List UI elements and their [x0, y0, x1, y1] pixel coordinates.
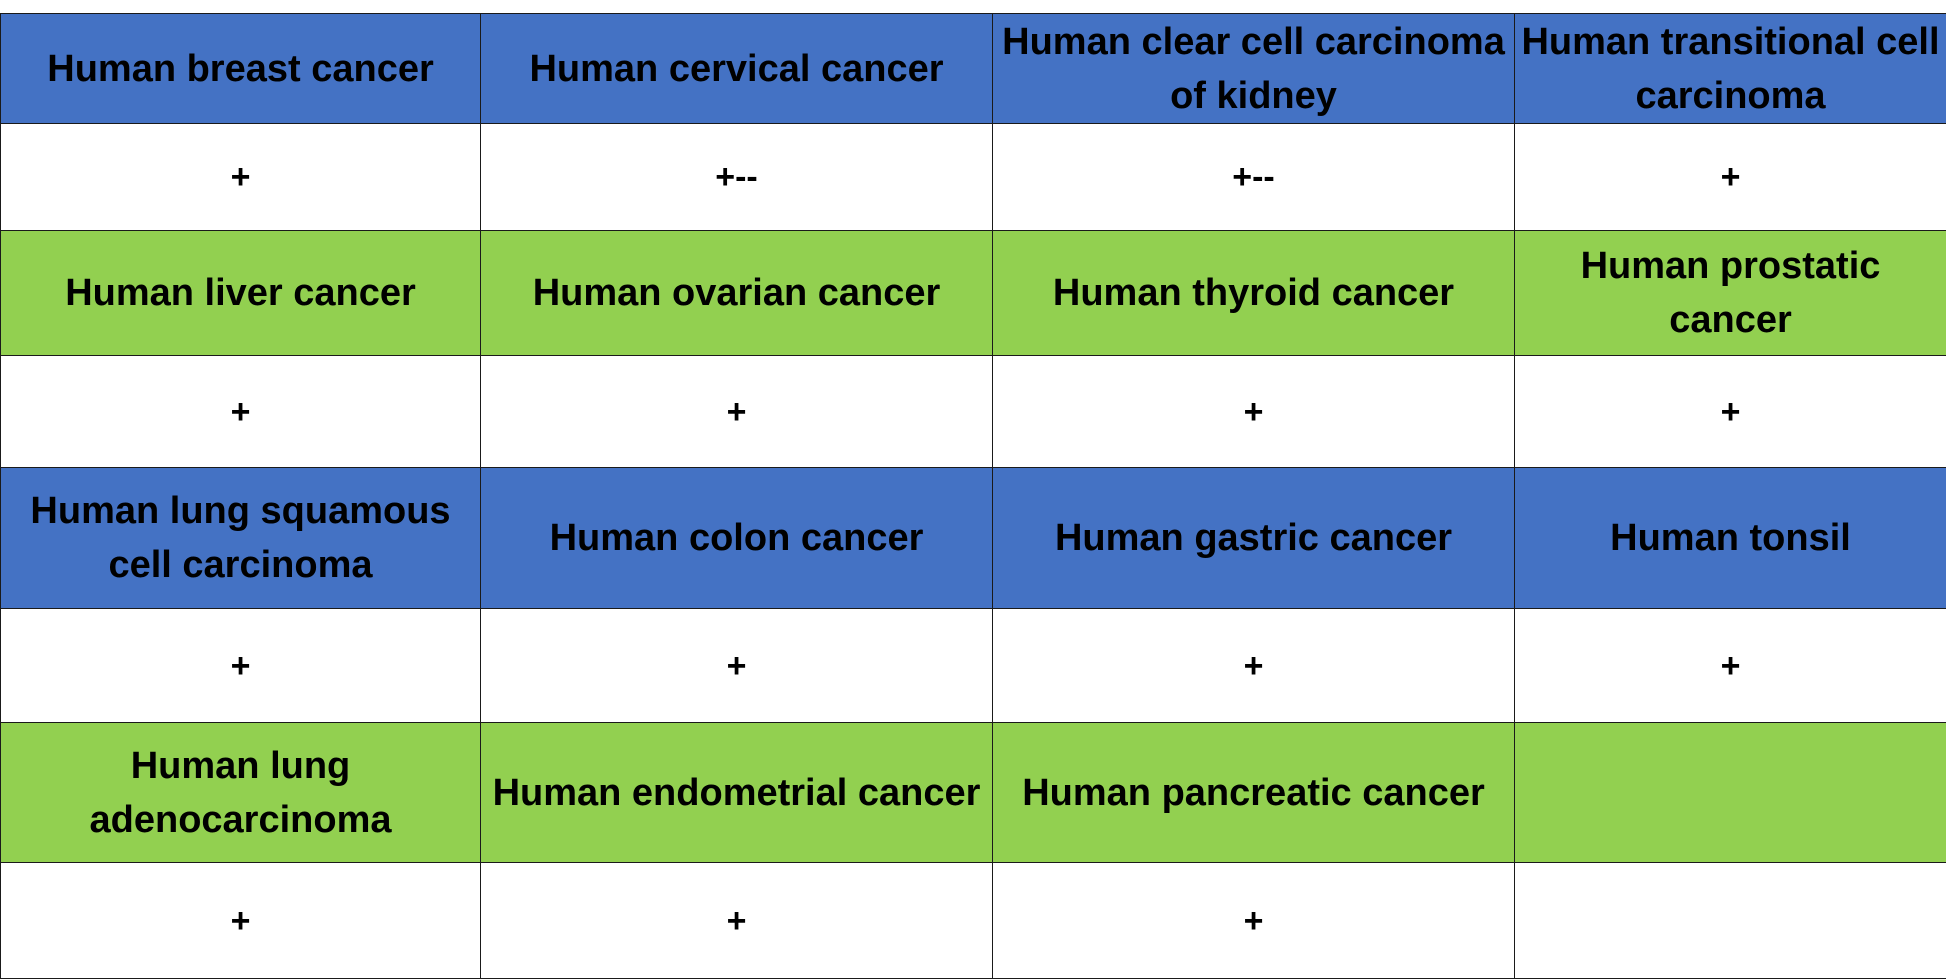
tissue-name-row: Human liver cancer Human ovarian cancer …	[0, 230, 1946, 356]
tissue-name-cell: Human ovarian cancer	[480, 230, 993, 356]
tissue-name-cell: Human pancreatic cancer	[992, 722, 1515, 863]
tissue-result-table: Human breast cancer Human cervical cance…	[0, 13, 1946, 979]
tissue-name-cell: Human colon cancer	[480, 467, 993, 609]
result-row: + + +	[0, 862, 1946, 979]
tissue-name-cell	[1514, 722, 1946, 863]
tissue-name-cell: Human thyroid cancer	[992, 230, 1515, 356]
result-cell: +	[0, 608, 481, 723]
tissue-name-cell: Human cervical cancer	[480, 13, 993, 124]
result-cell: +	[480, 608, 993, 723]
result-cell: +	[992, 862, 1515, 979]
result-cell	[1514, 862, 1946, 979]
result-cell: +	[1514, 355, 1946, 468]
tissue-name-row: Human breast cancer Human cervical cance…	[0, 13, 1946, 124]
result-cell: +	[480, 355, 993, 468]
tissue-name-cell: Human transitional cell carcinoma	[1514, 13, 1946, 124]
result-row: + + + +	[0, 608, 1946, 723]
result-cell: +--	[480, 123, 993, 231]
tissue-name-cell: Human prostatic cancer	[1514, 230, 1946, 356]
tissue-name-cell: Human tonsil	[1514, 467, 1946, 609]
result-cell: +	[1514, 123, 1946, 231]
tissue-name-cell: Human gastric cancer	[992, 467, 1515, 609]
tissue-name-cell: Human breast cancer	[0, 13, 481, 124]
result-cell: +	[1514, 608, 1946, 723]
result-cell: +	[0, 123, 481, 231]
tissue-name-cell: Human lung adenocarcinoma	[0, 722, 481, 863]
result-cell: +	[992, 355, 1515, 468]
tissue-name-row: Human lung adenocarcinoma Human endometr…	[0, 722, 1946, 863]
tissue-name-cell: Human liver cancer	[0, 230, 481, 356]
result-row: + +-- +-- +	[0, 123, 1946, 231]
tissue-name-cell: Human clear cell carcinoma of kidney	[992, 13, 1515, 124]
result-row: + + + +	[0, 355, 1946, 468]
result-cell: +	[992, 608, 1515, 723]
tissue-name-row: Human lung squamous cell carcinoma Human…	[0, 467, 1946, 609]
result-cell: +--	[992, 123, 1515, 231]
result-cell: +	[480, 862, 993, 979]
result-cell: +	[0, 862, 481, 979]
tissue-name-cell: Human endometrial cancer	[480, 722, 993, 863]
tissue-name-cell: Human lung squamous cell carcinoma	[0, 467, 481, 609]
result-cell: +	[0, 355, 481, 468]
